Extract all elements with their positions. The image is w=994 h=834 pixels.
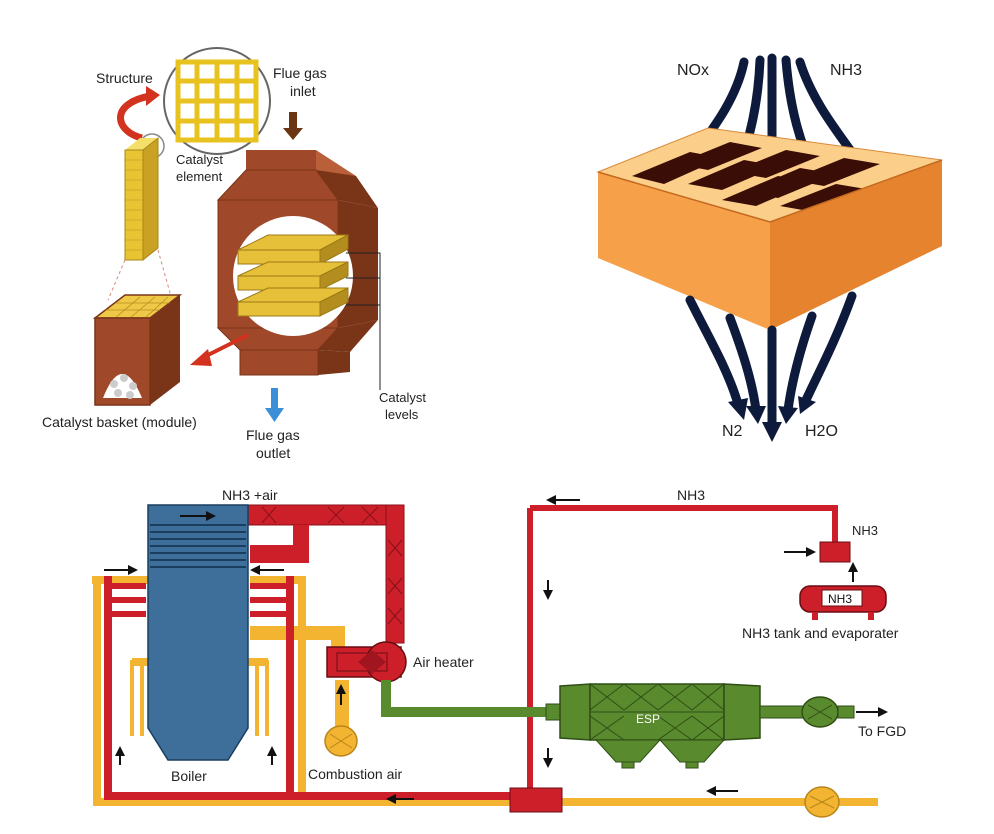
esp: [559, 683, 761, 769]
catalyst-levels-label-1: Catalyst: [379, 390, 426, 405]
scr-reactor-diagram: Structure Catalyst element: [42, 47, 426, 461]
h2o-label: H2O: [805, 423, 838, 440]
boiler-label: Boiler: [171, 768, 207, 784]
boiler: [147, 504, 249, 761]
flue-gas-inlet-label-1: Flue gas: [273, 65, 327, 81]
air-heater: [326, 641, 407, 683]
combustion-air-fan: [324, 684, 358, 757]
structure-zoom-circle: [163, 47, 271, 155]
catalyst-honeycomb-block: [596, 127, 943, 330]
scr-reaction-diagram: NOx NH3: [596, 53, 943, 442]
air-heater-label: Air heater: [413, 654, 474, 670]
to-fgd-label: To FGD: [858, 723, 906, 739]
flue-gas-outlet-label-1: Flue gas: [246, 427, 300, 443]
catalyst-element-label-2: element: [176, 169, 223, 184]
structure-curved-arrow: [117, 92, 151, 142]
nh3-tank-caption: NH3 tank and evaporater: [742, 625, 899, 641]
n2-label: N2: [722, 423, 743, 440]
nox-label: NOx: [677, 62, 709, 79]
structure-label: Structure: [96, 70, 153, 86]
catalyst-element: [124, 136, 159, 262]
esp-label: ESP: [636, 712, 660, 726]
nh3-input-label: NH3: [830, 62, 862, 79]
combustion-air-label: Combustion air: [308, 766, 402, 782]
process-flow-diagram: NH3 +air Boiler Air heater: [92, 487, 906, 818]
nh3-right-label: NH3: [852, 523, 878, 538]
nh3-air-label: NH3 +air: [222, 487, 278, 503]
nh3-top-label: NH3: [677, 487, 705, 503]
nh3-tank: [799, 585, 887, 620]
nh3-tank-label: NH3: [828, 592, 852, 606]
flue-gas-inlet-label-2: inlet: [290, 83, 316, 99]
catalyst-basket: [92, 294, 183, 406]
catalyst-basket-label: Catalyst basket (module): [42, 414, 197, 430]
reactor-housing: [216, 150, 378, 376]
catalyst-element-label-1: Catalyst: [176, 152, 223, 167]
flue-gas-outlet-label-2: outlet: [256, 445, 290, 461]
catalyst-levels-label-2: levels: [385, 407, 419, 422]
